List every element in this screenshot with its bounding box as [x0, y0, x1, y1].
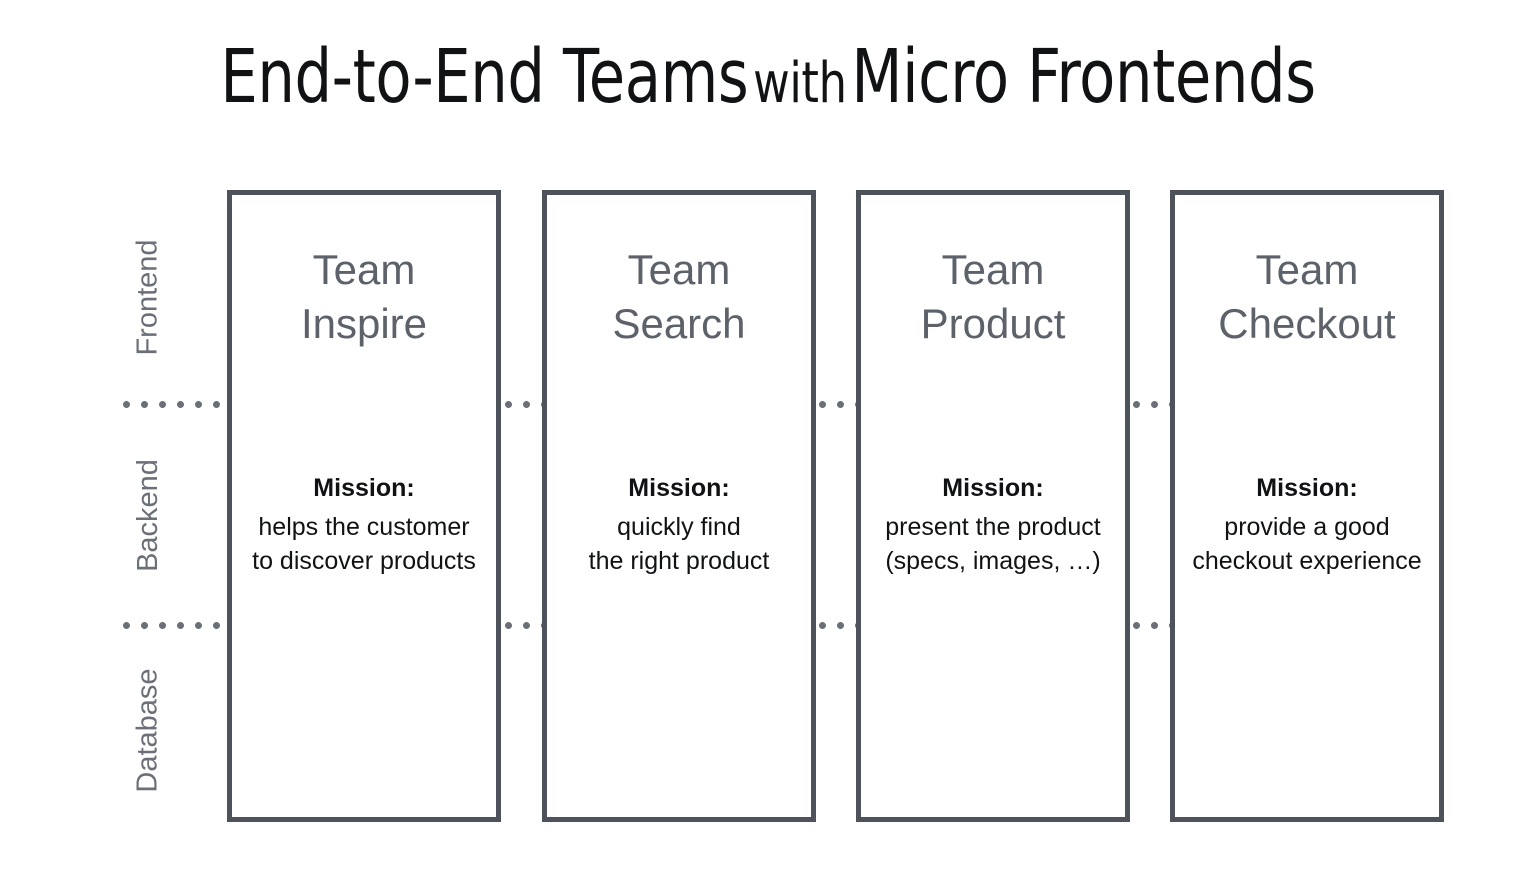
mission-line-1: provide a good: [1224, 512, 1390, 541]
mission-label: Mission:: [313, 474, 415, 502]
mission-line-2: checkout experience: [1192, 547, 1422, 575]
team-name-line1: Team: [1255, 246, 1359, 293]
mission-line-2: to discover products: [252, 547, 476, 575]
page-title-part3: Micro Frontends: [851, 34, 1316, 120]
team-card-product[interactable]: Team Product Mission: present the produc…: [856, 190, 1130, 822]
axis-label-database: Database: [118, 640, 178, 820]
mission-line-1: quickly find: [617, 512, 741, 541]
separator-backend-database-gap-3: [1133, 622, 1173, 629]
team-card-search[interactable]: Team Search Mission: quickly find the ri…: [542, 190, 816, 822]
separator-frontend-backend-gap-1: [505, 401, 545, 408]
team-name-line1: Team: [312, 246, 416, 293]
team-name: Team Inspire: [232, 243, 496, 351]
axis-label-backend-text: Backend: [131, 458, 164, 572]
separator-backend-database-gap-1: [505, 622, 545, 629]
separator-frontend-backend-gap-2: [819, 401, 859, 408]
team-card-checkout[interactable]: Team Checkout Mission: provide a good ch…: [1170, 190, 1444, 822]
team-name-line2: Inspire: [300, 299, 428, 347]
axis-label-database-text: Database: [131, 667, 164, 793]
mission-line-1: present the product: [885, 512, 1101, 541]
separator-frontend-backend-gap-3: [1133, 401, 1173, 408]
mission-label: Mission:: [1256, 474, 1358, 502]
separator-backend-database-gap-2: [819, 622, 859, 629]
mission-label: Mission:: [942, 474, 1044, 502]
page-title: End-to-End TeamswithMicro Frontends: [154, 40, 1383, 114]
team-name-line2: Search: [612, 299, 746, 347]
separator-frontend-backend-left: [123, 401, 229, 408]
team-mission: Mission: present the product (specs, ima…: [861, 471, 1125, 579]
mission-line-2: the right product: [588, 547, 770, 575]
team-name-line2: Checkout: [1218, 299, 1396, 347]
team-name: Team Search: [547, 243, 811, 351]
team-name: Team Checkout: [1175, 243, 1439, 351]
team-card-inspire[interactable]: Team Inspire Mission: helps the customer…: [227, 190, 501, 822]
team-name-line2: Product: [920, 299, 1066, 347]
page-title-part1: End-to-End Teams: [220, 34, 749, 120]
team-name-line1: Team: [627, 246, 731, 293]
page-title-part2: with: [753, 51, 847, 116]
team-mission: Mission: quickly find the right product: [547, 471, 811, 579]
team-mission: Mission: helps the customer to discover …: [232, 471, 496, 579]
mission-label: Mission:: [628, 474, 730, 502]
mission-line-2: (specs, images, …): [885, 547, 1101, 575]
team-name-line1: Team: [941, 246, 1045, 293]
separator-backend-database-left: [123, 622, 229, 629]
axis-label-backend: Backend: [118, 420, 178, 610]
mission-line-1: helps the customer: [258, 512, 470, 541]
axis-label-frontend: Frontend: [118, 205, 178, 390]
team-name: Team Product: [861, 243, 1125, 351]
axis-label-frontend-text: Frontend: [131, 239, 164, 356]
team-mission: Mission: provide a good checkout experie…: [1175, 471, 1439, 579]
